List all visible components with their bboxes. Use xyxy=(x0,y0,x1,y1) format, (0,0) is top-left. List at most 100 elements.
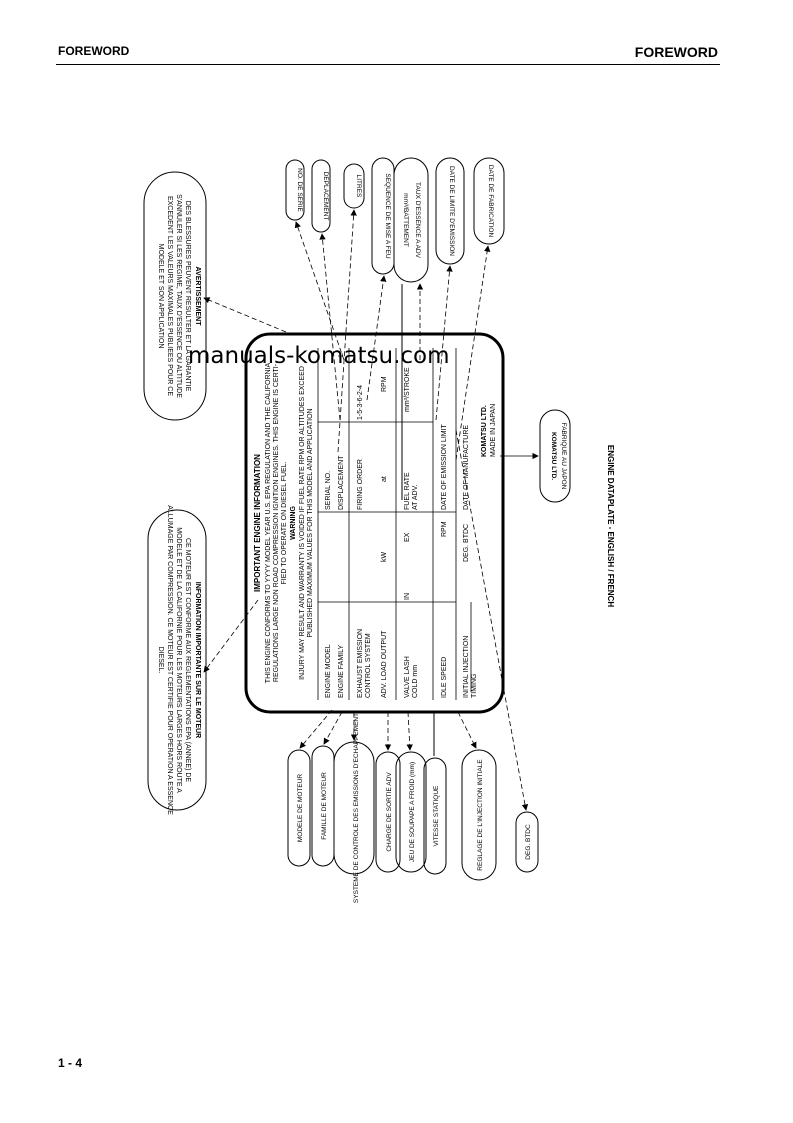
top-arrow-4 xyxy=(366,275,387,401)
top-label-box-3 xyxy=(343,163,365,209)
field-in: IN xyxy=(404,593,411,600)
page-number: 1 - 4 xyxy=(58,1056,83,1070)
top-label-1: NO. DE SERIE xyxy=(296,168,303,212)
top-label-box-2 xyxy=(311,159,331,233)
field-made-in: MADE IN JAPAN xyxy=(490,404,497,457)
deg-btdc-box xyxy=(515,811,539,873)
plate-warning-title: WARNING xyxy=(290,506,297,540)
top-label-box-8 xyxy=(473,157,505,245)
field-initial-injection: INITIAL INJECTION xyxy=(463,636,470,698)
field-kw: kW xyxy=(381,552,388,563)
bottom-label-6: VITESSE STATIQUE xyxy=(433,785,440,846)
plate-warning-2: PUBLISHED MAXIMUM VALUES FOR THIS MODEL … xyxy=(307,408,314,637)
field-timing: TIMING xyxy=(471,674,478,699)
maker-fr: KOMATSU LTD. xyxy=(550,432,557,480)
bottom-label-box-6 xyxy=(423,757,447,875)
top-label-6: TAUX D'ESSENCE A ADV xyxy=(414,182,421,259)
bottom-arrow-7 xyxy=(457,711,477,749)
header-rule xyxy=(56,64,720,65)
top-label-5: mm³/BATTEMENT xyxy=(402,193,409,247)
field-control-system: CONTROL SYSTEM xyxy=(365,633,372,698)
top-arrow-8 xyxy=(455,245,491,461)
field-adv-output: ADV. LOAD OUTPUT xyxy=(381,630,388,698)
field-valve-lash-2: COLD mm xyxy=(412,665,419,698)
dataplate-frame xyxy=(244,332,505,714)
bottom-label-box-1 xyxy=(287,749,311,867)
plate-intro-1: THIS ENGINE CONFORMS TO YYYY MODEL YEAR … xyxy=(265,362,272,683)
top-label-box-1 xyxy=(285,159,305,221)
field-serial-no: SERIAL NO. xyxy=(325,471,332,510)
top-arrow-2 xyxy=(319,233,341,421)
field-engine-model: ENGINE MODEL xyxy=(325,644,332,698)
field-fuel-rate-unit: mm³/STROKE xyxy=(404,367,411,412)
field-displacement: DISPLACEMENT xyxy=(338,455,345,510)
info-fr-4: DIESEL. xyxy=(157,647,164,674)
info-fr-1: CE MOTEUR EST CONFORME AUX REGLEMENTATIO… xyxy=(184,538,191,782)
info-fr-title: INFORMATION IMPORTANTE SUR LE MOTEUR xyxy=(194,582,201,738)
bottom-arrow-5 xyxy=(406,711,413,751)
deg-btdc-label: DEG. BTDC xyxy=(525,824,532,860)
warning-fr-box xyxy=(143,171,207,421)
field-rpm: RPM xyxy=(381,376,388,392)
top-arrow-3 xyxy=(337,209,357,453)
warning-fr-title: AVERTISSEMENT xyxy=(194,267,201,327)
top-label-8: DATE DE FABRICATION xyxy=(487,165,494,238)
bottom-arrow-8 xyxy=(455,429,529,811)
top-label-7: DATE DE LIMITE D'EMISSION xyxy=(448,166,455,256)
made-in-fr: FABRIQUE AU JAPON xyxy=(560,423,567,490)
field-fuel-rate-2: AT ADV. xyxy=(412,484,419,510)
field-firing-order-value: 1-5-3-6-2-4 xyxy=(357,385,364,420)
field-rpm-short: RPM xyxy=(441,521,448,537)
bottom-label-box-4 xyxy=(375,751,401,873)
field-fuel-rate: FUEL RATE xyxy=(404,472,411,510)
field-displacement-unit: L xyxy=(338,353,345,357)
field-valve-lash: VALVE LASH xyxy=(404,656,411,698)
field-deg-btdc: DEG. BTDC xyxy=(463,524,470,562)
watermark: manuals-komatsu.com xyxy=(188,343,450,369)
field-maker: KOMATSU LTD. xyxy=(481,405,488,457)
warning-fr-1: DES BLESSURES PEUVENT RESULTER ET LA GAR… xyxy=(184,201,191,392)
warning-fr-arrow xyxy=(203,297,287,333)
warning-fr-2: S'ANNULER SI LES REGIME, TAUX D'ESSENCE … xyxy=(175,194,182,398)
field-at: at xyxy=(381,476,388,482)
info-fr-box xyxy=(147,509,207,811)
bottom-arrow-1 xyxy=(299,709,333,749)
top-label-2: DEPLACEMENT xyxy=(322,172,329,221)
top-arrow-1 xyxy=(294,221,345,361)
bottom-label-box-7 xyxy=(461,749,497,881)
plate-intro-2: REGULATIONS LARGE NON ROAD COMPRESSION I… xyxy=(273,363,280,682)
field-ex: EX xyxy=(404,532,411,542)
bottom-arrow-2 xyxy=(323,711,343,745)
top-label-box-7 xyxy=(435,157,465,265)
info-fr-text: INFORMATION IMPORTANTE SUR LE MOTEUR CE … xyxy=(157,505,201,815)
top-label-4: SEQUENCE DE MISE A FEU xyxy=(384,173,391,259)
plate-intro-3: FIED TO OPERATE ON DIESEL FUEL. xyxy=(281,461,288,584)
bottom-label-4: CHARGE DE SORTIE ADV xyxy=(386,772,393,852)
plate-title: IMPORTANT ENGINE INFORMATION xyxy=(253,454,262,592)
field-date-manufacture: DATE OF MANUFACTURE xyxy=(463,425,470,510)
plate-warning-1: INJURY MAY RESULT AND WARRANTY IS VOIDED… xyxy=(299,366,306,680)
field-firing-order: FIRING ORDER xyxy=(357,459,364,510)
bottom-label-1: MODELE DE MOTEUR xyxy=(297,774,304,843)
field-engine-family: ENGINE FAMILY xyxy=(338,645,345,698)
header-right: FOREWORD xyxy=(634,44,718,60)
field-idle-speed: IDLE SPEED xyxy=(441,657,448,698)
bottom-label-7: REGLAGE DE L'INJECTION INITIALE xyxy=(477,759,484,871)
bottom-label-3: SYSTEME DE CONTROLE DES EMISSIONS D'ECHA… xyxy=(353,713,360,903)
info-fr-2: MODELE ET DE LA CALIFORNIE POUR LES MOTE… xyxy=(175,527,182,793)
field-exhaust-emission: EXHAUST EMISSION xyxy=(357,629,364,698)
warning-fr-4: MODELE ET SON APPLICATION xyxy=(157,244,164,349)
warning-fr-3: EXCEDENT LES VALEURS MAXIMALES PUBLIEES … xyxy=(166,196,173,396)
top-arrow-7 xyxy=(435,265,453,421)
figure-caption: ENGINE DATAPLATE - ENGLISH / FRENCH xyxy=(606,445,615,607)
bottom-label-box-5 xyxy=(395,751,427,873)
header-left: FOREWORD xyxy=(58,44,130,58)
field-date-emission-limit: DATE OF EMISSION LIMIT xyxy=(441,423,448,510)
bottom-label-2: FAMILLE DE MOTEUR xyxy=(321,772,328,840)
bottom-label-box-3 xyxy=(333,741,375,875)
top-label-box-5 xyxy=(393,157,429,283)
info-fr-arrow xyxy=(203,599,259,673)
top-label-3: LITRES xyxy=(355,175,362,198)
dataplate-content: IMPORTANT ENGINE INFORMATION THIS ENGINE… xyxy=(253,348,497,700)
